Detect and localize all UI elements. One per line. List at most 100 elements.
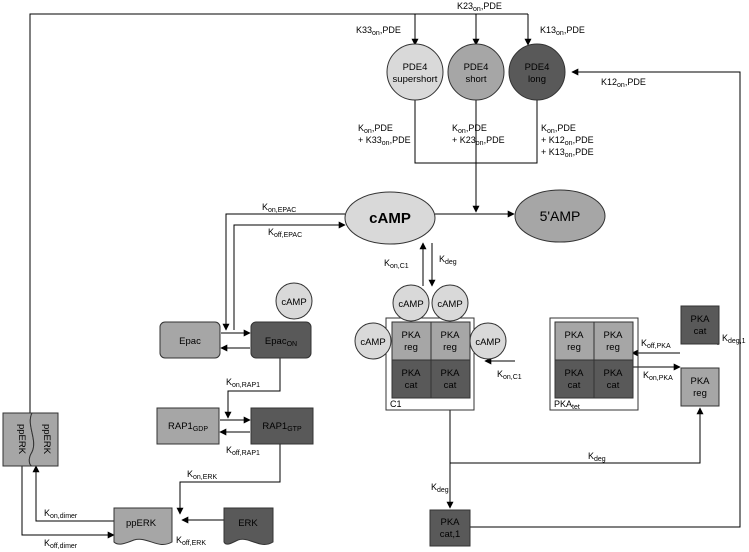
c1-cat-r-1: PKA (440, 368, 460, 379)
pde4-long-node (508, 43, 566, 101)
c1-cat-l-1: PKA (401, 368, 421, 379)
c1-pka-cat-left (391, 359, 432, 399)
svg-text:cat: cat (568, 380, 581, 391)
pkatet-sub: tet (572, 404, 580, 411)
free-reg-l1: PKA (690, 376, 710, 387)
c1-camp-r-label: cAMP (475, 337, 500, 348)
label-sh-l2: + K23on,PDE (452, 135, 505, 147)
pde4-short-l1: PDE4 (464, 62, 489, 73)
pde4-supershort-l1: PDE4 (403, 62, 428, 73)
pde4-short-node (447, 43, 505, 101)
pperk-node (113, 507, 173, 545)
edge-pperk-to-pde4 (29, 13, 528, 413)
edge-c1-to-pkareg (450, 407, 704, 464)
pkatet-base: PKA (554, 399, 572, 409)
svg-text:cat: cat (607, 380, 620, 391)
svg-text:PDE4: PDE4 (403, 62, 428, 73)
svg-text:PDE4: PDE4 (464, 62, 489, 73)
erk-label: ERK (238, 518, 258, 529)
svg-text:reg: reg (443, 342, 457, 353)
five-amp-label: 5'AMP (540, 208, 581, 224)
svg-text:cAMP: cAMP (475, 337, 500, 348)
edge-epacon-to-rap1 (224, 358, 281, 419)
epacon-node (250, 321, 312, 359)
pka-cat1-l2: cat,1 (440, 529, 461, 540)
svg-text:reg: reg (404, 342, 418, 353)
svg-text:long: long (528, 74, 546, 85)
edge-camp-to-epac (222, 213, 345, 331)
c1-camp-top-right (431, 284, 469, 322)
label-kdeg-low: Kdeg (431, 482, 449, 494)
pde4-supershort-node (386, 43, 444, 101)
c1-reg-l-2: reg (404, 342, 418, 353)
svg-text:cAMP: cAMP (360, 337, 385, 348)
svg-text:cAMP: cAMP (398, 299, 423, 310)
pka-cat1-l1: PKA (440, 517, 460, 528)
label-lo-l2: + K12on,PDE (541, 135, 594, 147)
pkatet-reg-right (593, 321, 634, 361)
svg-text:cat,1: cat,1 (440, 529, 461, 540)
pkatet-cat-right (593, 359, 634, 399)
c1-pka-reg-right (430, 321, 471, 361)
pde4-long-l2: long (528, 74, 546, 85)
c1-frame (385, 317, 475, 411)
free-reg-l2: reg (693, 388, 707, 399)
svg-text:cat: cat (405, 380, 418, 391)
edge-pperk-to-dimer (32, 465, 114, 522)
c1-camp-left (354, 322, 392, 360)
rap1gtp-sub: GTP (287, 426, 302, 433)
label-kdeg1: Kdeg,1 (722, 333, 746, 345)
pde4-supershort-l2: supershort (393, 74, 438, 85)
svg-text:C1: C1 (390, 399, 402, 409)
svg-text:cAMP: cAMP (369, 210, 411, 227)
label-kon-c1-top: Kon,C1 (384, 258, 409, 270)
label-koff-rap1: Koff,RAP1 (226, 445, 260, 457)
label-koff-pka: Koff,PKA (641, 338, 671, 350)
c1-reg-l-1: PKA (401, 330, 421, 341)
five-amp-node (514, 189, 606, 243)
c1-cat-r-2: cat (444, 380, 457, 391)
label-kon-pka: Kon,PKA (643, 370, 673, 382)
c1-cat-l-2: cat (405, 380, 418, 391)
pperk-dimer-right (28, 412, 59, 467)
svg-text:supershort: supershort (393, 74, 438, 85)
epacon-sub: ON (287, 341, 298, 348)
label-koff-erk: Koff,ERK (176, 535, 206, 547)
c1-camp-l-label: cAMP (360, 337, 385, 348)
label-lo-l3: + K13on,PDE (541, 147, 594, 159)
label-kdeg-top: Kdeg (439, 254, 457, 266)
svg-text:PKA: PKA (401, 368, 421, 379)
svg-text:cAMP: cAMP (281, 297, 306, 308)
c1-reg-r-2: reg (443, 342, 457, 353)
pde4-long-l1: PDE4 (525, 62, 550, 73)
pkatet-cat-l-2: cat (568, 380, 581, 391)
label-koff-dimer: Koff,dimer (44, 538, 78, 550)
label-kon-c1-mid: Kon,C1 (497, 369, 522, 381)
erk-node (223, 507, 274, 545)
pperk-dimer-l1: ppERK (16, 424, 27, 455)
pkatet-reg-r-1: PKA (603, 330, 623, 341)
svg-text:PKA: PKA (690, 376, 710, 387)
c1-reg-r-1: PKA (440, 330, 460, 341)
edge-epac-to-camp (233, 221, 346, 330)
svg-text:ppERK: ppERK (16, 424, 27, 455)
epacon-base: Epac (265, 336, 287, 347)
free-cat-l2: cat (694, 326, 707, 337)
pkatet-frame (549, 317, 639, 411)
svg-text:RAP1GDP: RAP1GDP (168, 421, 208, 433)
pde4-short-l2: short (465, 74, 486, 85)
svg-text:reg: reg (606, 342, 620, 353)
pkatet-reg-left (554, 321, 595, 361)
rap1gdp-node (156, 407, 220, 445)
c1-label: C1 (390, 399, 402, 409)
svg-text:PDE4: PDE4 (525, 62, 550, 73)
rap1gdp-sub: GDP (193, 426, 209, 433)
svg-text:PKAtet: PKAtet (554, 399, 580, 411)
svg-text:reg: reg (693, 388, 707, 399)
pkatet-cat-r-2: cat (607, 380, 620, 391)
svg-text:PKA: PKA (603, 330, 623, 341)
label-kon-rap1: Kon,RAP1 (226, 377, 260, 389)
pka-cat1-node (429, 509, 471, 547)
label-k12: K12on,PDE (601, 77, 646, 89)
c1-pka-reg-left (391, 321, 432, 361)
